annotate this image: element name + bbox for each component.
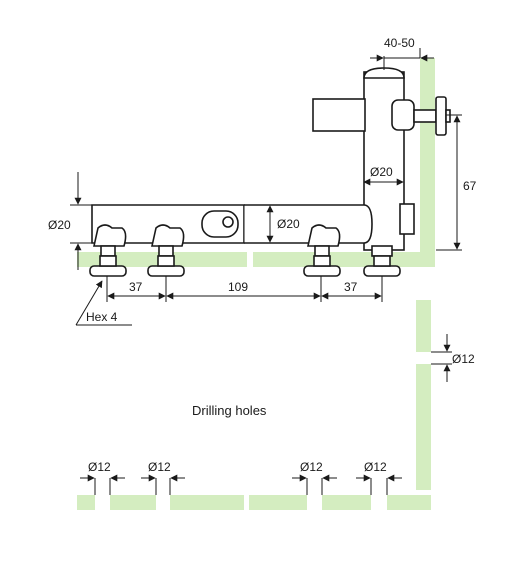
dim-tube-mid: Ø20 bbox=[266, 205, 300, 243]
clamp-pad-left bbox=[391, 99, 415, 131]
glass-vertical-panel bbox=[420, 58, 435, 267]
dim-hole-3: Ø12 bbox=[292, 460, 337, 495]
fitting-1 bbox=[89, 224, 127, 277]
dim-hole-3-label: Ø12 bbox=[300, 460, 323, 474]
dim-side-hole-label: Ø12 bbox=[452, 352, 475, 366]
hex-label: Hex 4 bbox=[86, 310, 118, 324]
glass-bottom-right bbox=[253, 252, 435, 267]
clamp-arm bbox=[312, 98, 366, 132]
vertical-post bbox=[312, 67, 451, 251]
dim-spacing-right-label: 37 bbox=[344, 280, 358, 294]
tube-hole bbox=[222, 216, 234, 228]
dim-side-hole: Ø12 bbox=[431, 334, 475, 382]
dim-spacings: 37 109 37 bbox=[106, 276, 383, 302]
dim-hole-2: Ø12 bbox=[141, 460, 185, 495]
clamp-stem bbox=[413, 109, 437, 123]
drill-strip-4 bbox=[249, 495, 307, 510]
drill-vertical-bottom bbox=[416, 364, 431, 490]
dim-hole-2-label: Ø12 bbox=[148, 460, 171, 474]
drill-strip-6 bbox=[387, 495, 431, 510]
dim-top-gap: 40-50 bbox=[370, 36, 434, 70]
drill-strip-5 bbox=[322, 495, 371, 510]
hex-callout: Hex 4 bbox=[75, 280, 132, 326]
tube-right-segment bbox=[244, 204, 373, 244]
dim-tube-mid-label: Ø20 bbox=[277, 217, 300, 231]
dim-tube-left: Ø20 bbox=[48, 172, 92, 270]
dim-top-gap-label: 40-50 bbox=[384, 36, 415, 50]
dim-hole-1-label: Ø12 bbox=[88, 460, 111, 474]
dim-tube-left-label: Ø20 bbox=[48, 218, 71, 232]
dim-hole-1: Ø12 bbox=[80, 460, 125, 495]
dim-hole-4-label: Ø12 bbox=[364, 460, 387, 474]
drill-vertical-top bbox=[416, 300, 431, 352]
drill-strip-2 bbox=[110, 495, 156, 510]
dim-post-diameter: Ø20 bbox=[363, 165, 404, 186]
drilling-holes-title: Drilling holes bbox=[192, 403, 267, 418]
dim-height-label: 67 bbox=[463, 179, 477, 193]
fittings bbox=[89, 224, 401, 277]
drill-glass-panels bbox=[77, 300, 431, 510]
clamp-screw bbox=[445, 109, 451, 123]
clamp-knob bbox=[435, 96, 447, 136]
dim-hole-4: Ø12 bbox=[356, 460, 402, 495]
drill-strip-3 bbox=[170, 495, 244, 510]
fitting-4 bbox=[363, 245, 401, 277]
fitting-3 bbox=[303, 224, 341, 277]
dim-height: 67 bbox=[436, 114, 477, 251]
lower-side-pad bbox=[399, 203, 415, 235]
dim-spacing-center-label: 109 bbox=[228, 280, 248, 294]
drill-strip-1 bbox=[77, 495, 95, 510]
dim-spacing-left-label: 37 bbox=[129, 280, 143, 294]
fitting-2 bbox=[147, 224, 185, 277]
dim-post-diameter-label: Ø20 bbox=[370, 165, 393, 179]
